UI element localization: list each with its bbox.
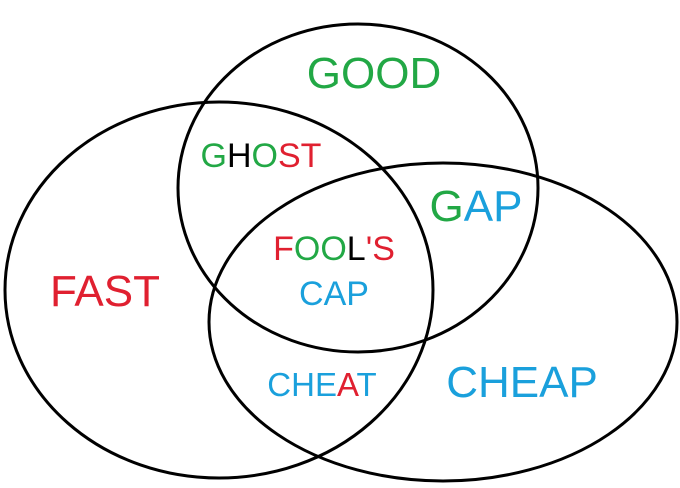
good-cheap-label: GAP (430, 182, 523, 231)
fast-cheap-label-segment: A (337, 366, 359, 403)
good-fast-label-segment: H (227, 137, 252, 175)
fast-cheap-label: CHEAT (267, 366, 376, 403)
good-fast-label: GHOST (201, 137, 322, 175)
good-cheap-label-segment: G (430, 182, 464, 231)
all-three-label-line1-segment: OO (294, 230, 347, 268)
good-fast-label-segment: ST (278, 137, 321, 175)
cheap-circle (207, 161, 679, 483)
all-three-label-line1-segment: 'S (366, 230, 395, 268)
all-three-label-line1-segment: F (273, 230, 294, 268)
all-three-label-line2-segment: CAP (299, 275, 369, 313)
fast-label: FAST (50, 267, 160, 316)
cheap-label: CHEAP (446, 358, 598, 407)
good-cheap-label-segment: AP (464, 182, 523, 231)
good-circle (176, 22, 540, 354)
all-three-label-line1: FOOL'S (273, 230, 395, 268)
good-label: GOOD (307, 49, 441, 98)
good-fast-label-segment: O (252, 137, 278, 175)
all-three-label-line1-segment: L (347, 230, 366, 268)
fast-circle (3, 100, 435, 480)
fast-cheap-label-segment: T (357, 366, 377, 403)
good-fast-label-segment: G (201, 137, 227, 175)
all-three-label-line2: CAP (299, 275, 369, 313)
fast-cheap-label-segment: CHE (267, 366, 337, 403)
